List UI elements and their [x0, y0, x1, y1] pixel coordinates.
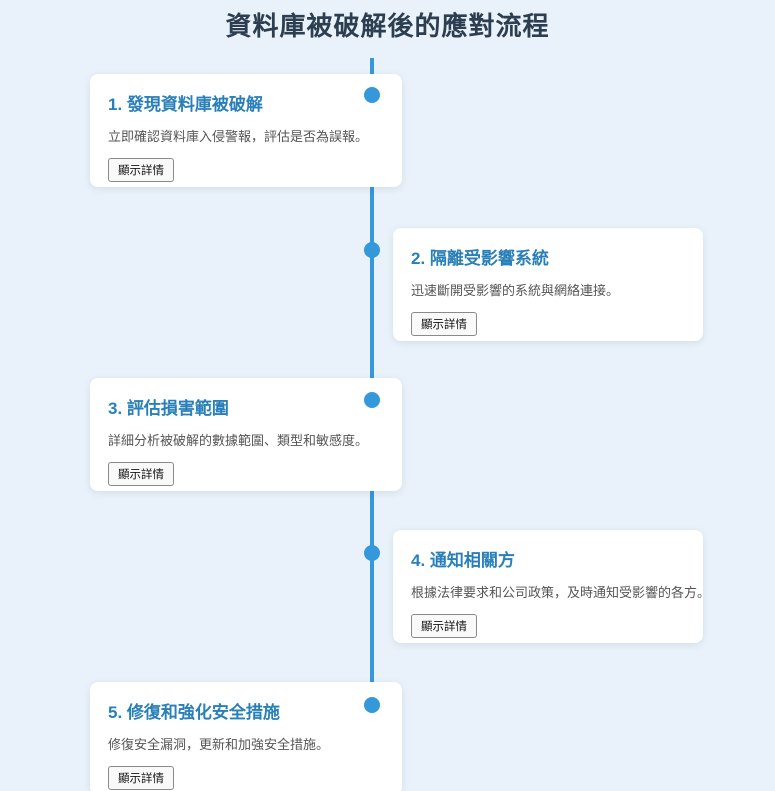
step-card-1: 1. 發現資料庫被破解 立即確認資料庫入侵警報，評估是否為誤報。 顯示詳情 — [90, 74, 402, 187]
step-card-4: 4. 通知相關方 根據法律要求和公司政策，及時通知受影響的各方。 顯示詳情 — [393, 530, 711, 643]
step-5-description: 修復安全漏洞，更新和加強安全措施。 — [108, 737, 330, 752]
step-2-description: 迅速斷開受影響的系統與網絡連接。 — [411, 283, 620, 298]
step-2-title: 2. 隔離受影響系統 — [411, 249, 549, 268]
timeline-dot-2 — [364, 242, 380, 258]
page-title: 資料庫被破解後的應對流程 — [225, 11, 550, 41]
timeline-dot-3 — [364, 392, 380, 408]
step-2-show-details-button[interactable]: 顯示詳情 — [411, 312, 477, 337]
step-3-title: 3. 評估損害範圍 — [108, 399, 229, 418]
step-card-3: 3. 評估損害範圍 詳細分析被破解的數據範圍、類型和敏感度。 顯示詳情 — [90, 378, 402, 491]
step-5-show-details-button[interactable]: 顯示詳情 — [108, 766, 174, 791]
step-card-2: 2. 隔離受影響系統 迅速斷開受影響的系統與網絡連接。 顯示詳情 — [393, 228, 703, 341]
timeline-dot-5 — [364, 697, 380, 713]
step-3-show-details-button[interactable]: 顯示詳情 — [108, 462, 174, 487]
timeline-dot-1 — [364, 87, 380, 103]
timeline-dot-4 — [364, 545, 380, 561]
step-1-title: 1. 發現資料庫被破解 — [108, 95, 263, 114]
step-1-description: 立即確認資料庫入侵警報，評估是否為誤報。 — [108, 129, 369, 144]
step-1-show-details-button[interactable]: 顯示詳情 — [108, 158, 174, 183]
step-5-title: 5. 修復和強化安全措施 — [108, 703, 280, 722]
step-4-title: 4. 通知相關方 — [411, 551, 515, 570]
step-3-description: 詳細分析被破解的數據範圍、類型和敏感度。 — [108, 433, 369, 448]
step-card-5: 5. 修復和強化安全措施 修復安全漏洞，更新和加強安全措施。 顯示詳情 — [90, 682, 402, 791]
step-4-description: 根據法律要求和公司政策，及時通知受影響的各方。 — [411, 585, 711, 600]
step-4-show-details-button[interactable]: 顯示詳情 — [411, 614, 477, 639]
